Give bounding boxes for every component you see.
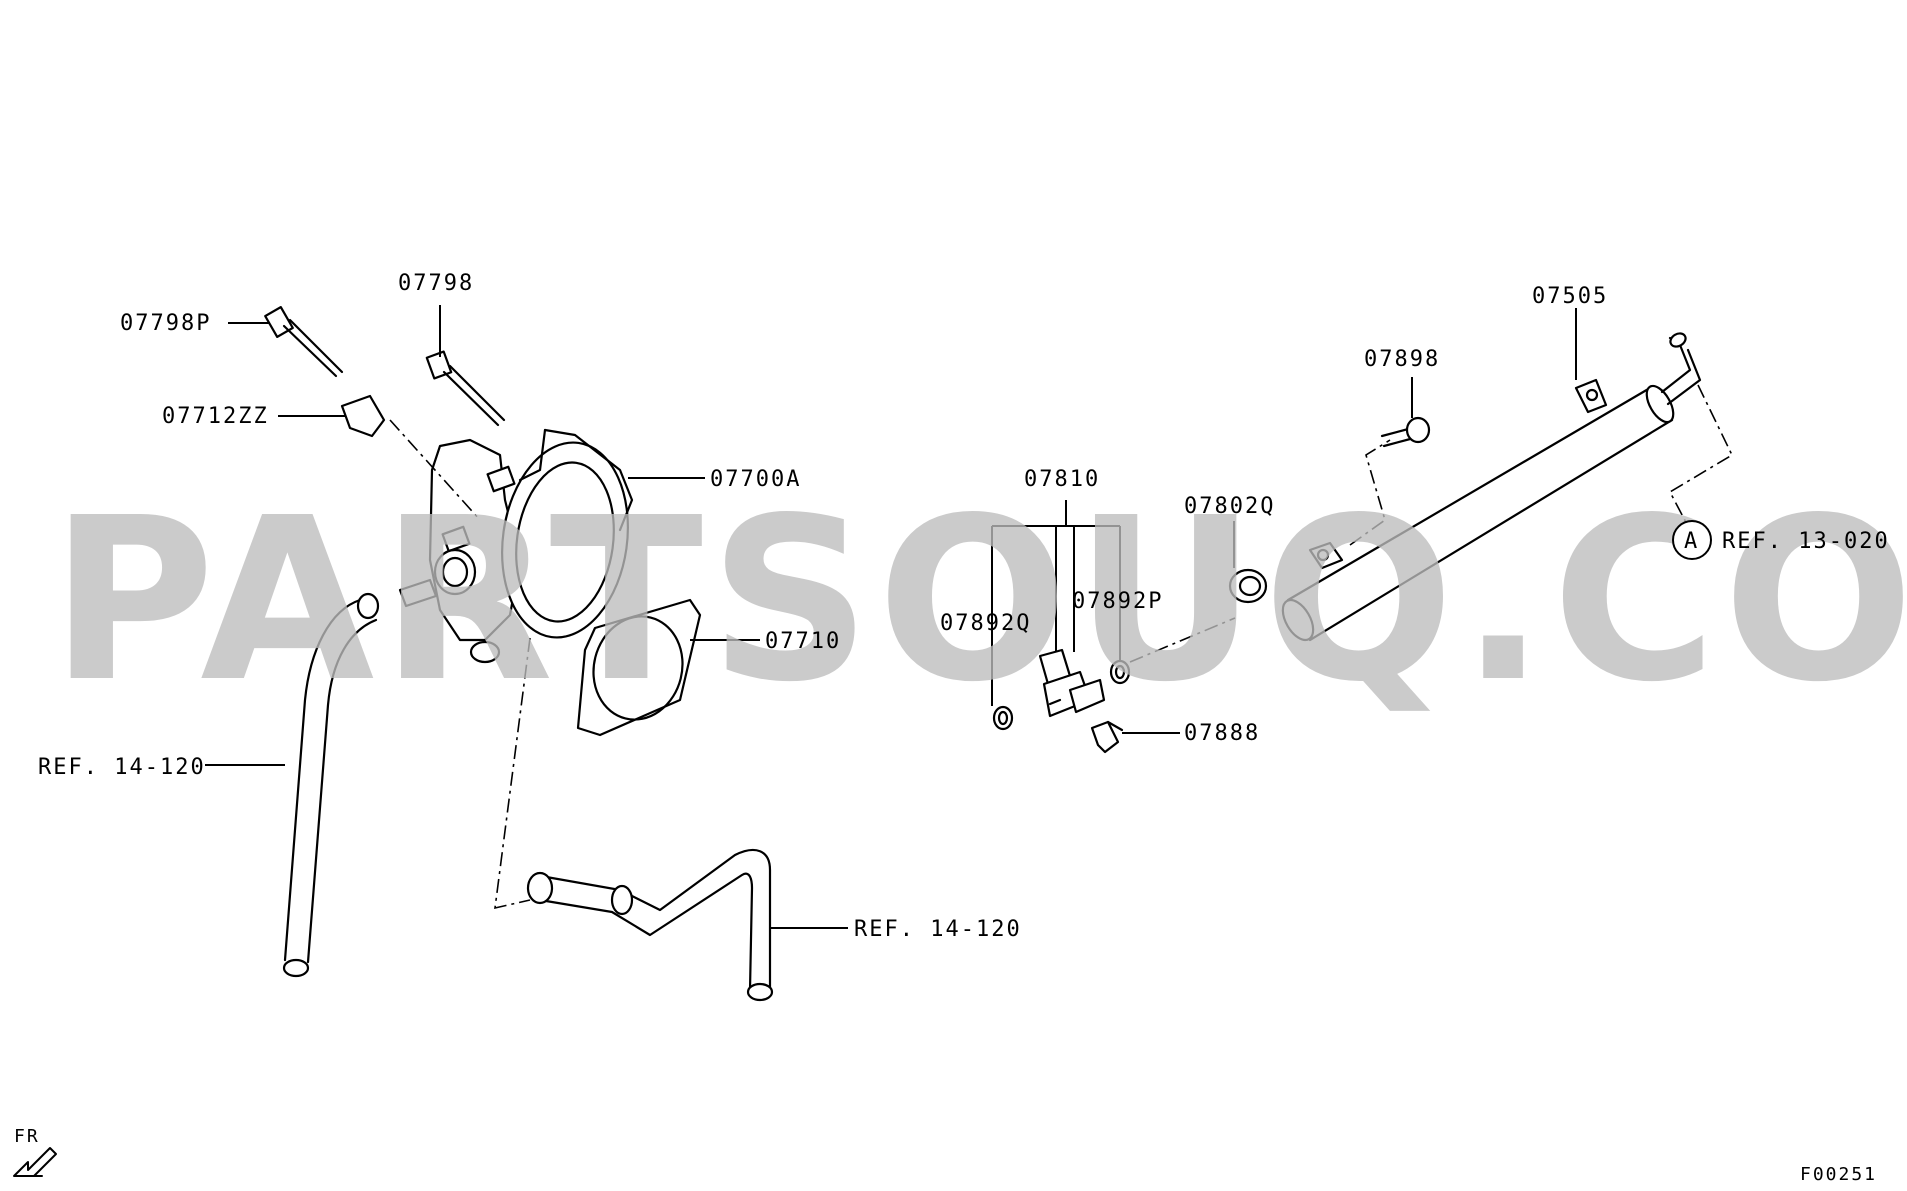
hose-ref-14-120-left[interactable] bbox=[282, 592, 380, 978]
label-07810[interactable]: 07810 bbox=[1024, 467, 1100, 492]
bolt-07798[interactable] bbox=[425, 350, 506, 427]
label-07700A[interactable]: 07700A bbox=[710, 467, 801, 492]
ref-a-letter: A bbox=[1684, 529, 1699, 554]
o-ring-07892Q[interactable] bbox=[992, 705, 1014, 731]
assembly-line-bolt bbox=[1349, 439, 1391, 546]
front-arrow-icon bbox=[13, 1147, 57, 1177]
orientation-label: FR bbox=[14, 1126, 40, 1147]
assembly-line-clip bbox=[389, 419, 481, 521]
ref-14-120-lower[interactable]: REF. 14-120 bbox=[854, 917, 1022, 942]
ref-a-circle bbox=[1672, 520, 1712, 560]
label-07712ZZ[interactable]: 07712ZZ bbox=[162, 404, 269, 429]
throttle-body-07700A[interactable] bbox=[398, 428, 640, 664]
pipe-ref-14-120-lower[interactable] bbox=[526, 848, 774, 1002]
fuel-rail-07505[interactable] bbox=[1277, 331, 1702, 645]
o-ring-07892P[interactable] bbox=[1109, 659, 1131, 685]
watermark: PARTSOUQ.COM bbox=[50, 470, 1907, 732]
assembly-line-pipe bbox=[494, 637, 531, 910]
label-07798P[interactable]: 07798P bbox=[120, 311, 211, 336]
label-07898[interactable]: 07898 bbox=[1364, 347, 1440, 372]
label-07505[interactable]: 07505 bbox=[1532, 284, 1608, 309]
label-07888[interactable]: 07888 bbox=[1184, 721, 1260, 746]
ref-14-120-left[interactable]: REF. 14-120 bbox=[38, 755, 206, 780]
label-07892P[interactable]: 07892P bbox=[1072, 589, 1163, 614]
label-07710[interactable]: 07710 bbox=[765, 629, 841, 654]
bolt-07898[interactable] bbox=[1380, 416, 1431, 448]
label-07802Q[interactable]: 07802Q bbox=[1184, 494, 1275, 519]
gasket-07710[interactable] bbox=[576, 598, 702, 737]
leader-07810-bracket bbox=[991, 500, 1121, 706]
insulator-07802Q[interactable] bbox=[1228, 568, 1268, 604]
figure-code: F00251 bbox=[1800, 1164, 1877, 1185]
clip-07712ZZ[interactable] bbox=[340, 394, 386, 438]
label-07892Q[interactable]: 07892Q bbox=[940, 611, 1031, 636]
assembly-line-ref-a bbox=[1668, 384, 1734, 531]
injector-07810[interactable] bbox=[1038, 648, 1106, 718]
assembly-line-injector-insulator bbox=[1129, 617, 1236, 663]
bolt-07798P[interactable] bbox=[264, 306, 344, 378]
label-07798[interactable]: 07798 bbox=[398, 271, 474, 296]
ref-13-020[interactable]: REF. 13-020 bbox=[1722, 529, 1890, 554]
clip-07888[interactable] bbox=[1090, 720, 1124, 754]
